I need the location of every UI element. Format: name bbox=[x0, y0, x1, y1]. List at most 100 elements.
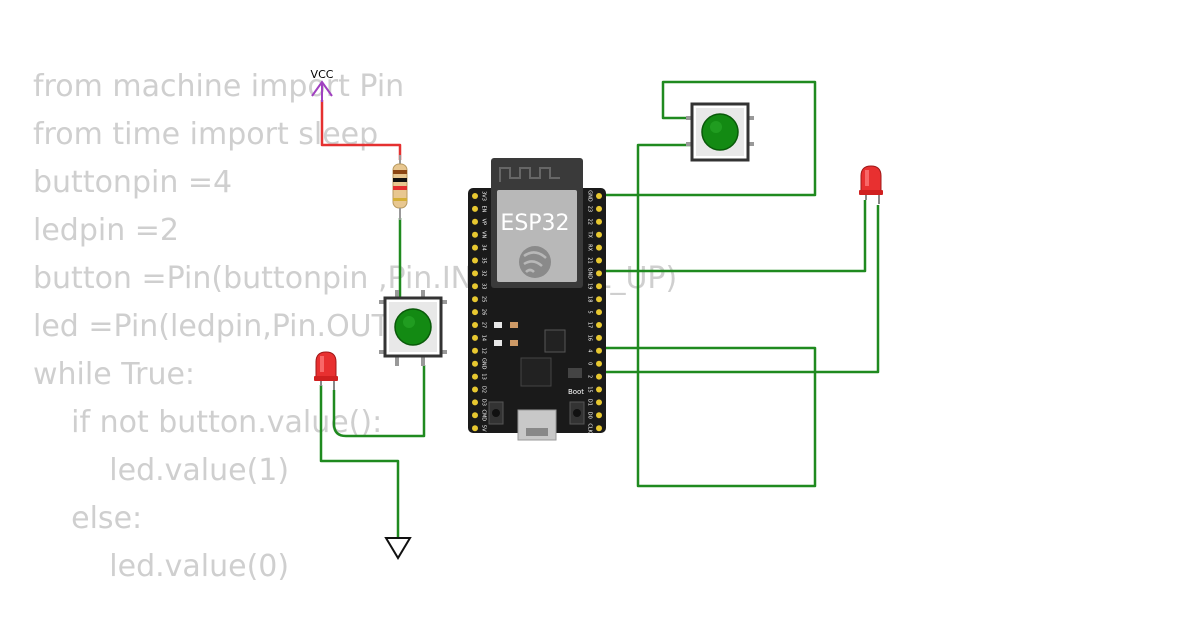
header-pin[interactable] bbox=[596, 386, 602, 393]
header-pin[interactable] bbox=[596, 193, 602, 199]
pin-label: D3 bbox=[481, 399, 487, 406]
header-pin[interactable] bbox=[472, 257, 478, 264]
pin-label: 35 bbox=[481, 257, 487, 263]
header-pin[interactable] bbox=[596, 334, 602, 341]
resistor-band bbox=[393, 198, 407, 201]
header-pin[interactable] bbox=[472, 412, 478, 419]
header-pin[interactable] bbox=[596, 270, 602, 277]
boot-label: Boot bbox=[568, 388, 584, 396]
ground-icon bbox=[384, 537, 412, 560]
code-line: from machine import Pin bbox=[33, 69, 405, 104]
led-left[interactable] bbox=[314, 351, 338, 390]
pin-label: 13 bbox=[481, 373, 487, 379]
header-pin[interactable] bbox=[596, 218, 602, 225]
header-pin[interactable] bbox=[472, 386, 478, 393]
pin-label: GND bbox=[481, 358, 487, 370]
ground-symbol[interactable] bbox=[384, 537, 412, 560]
led-right[interactable] bbox=[859, 165, 883, 204]
pin2-to-led-wire[interactable] bbox=[600, 205, 880, 374]
header-pin[interactable] bbox=[596, 309, 602, 316]
vcc-label: VCC bbox=[311, 68, 334, 81]
espressif-logo-icon bbox=[519, 246, 551, 278]
gnd-to-led-wire[interactable] bbox=[600, 200, 867, 273]
header-pin[interactable] bbox=[596, 283, 602, 290]
pin-label: D1 bbox=[587, 399, 593, 406]
esp32-board[interactable]: ESP32 Boot 3V3ENVPVN343532332526271412GN… bbox=[468, 158, 606, 441]
header-pin[interactable] bbox=[472, 347, 478, 354]
header-pin[interactable] bbox=[472, 205, 478, 212]
pushbutton-left[interactable] bbox=[379, 290, 447, 366]
pin-label: CLK bbox=[587, 423, 593, 433]
pin-label: 12 bbox=[481, 348, 487, 354]
pushbutton-right[interactable] bbox=[686, 102, 754, 162]
vcc-symbol[interactable]: VCC bbox=[311, 68, 334, 102]
header-pin[interactable] bbox=[596, 347, 602, 354]
code-line: led.value(1) bbox=[33, 453, 290, 488]
header-pin[interactable] bbox=[596, 205, 602, 212]
resistor-band bbox=[393, 170, 407, 174]
header-pin[interactable] bbox=[472, 334, 478, 341]
pin-label: 4 bbox=[587, 349, 593, 352]
pin-label: TX bbox=[587, 230, 593, 238]
header-pin[interactable] bbox=[472, 373, 478, 380]
antenna-icon bbox=[499, 167, 560, 182]
header-pin[interactable] bbox=[472, 244, 478, 251]
header-pin[interactable] bbox=[472, 283, 478, 290]
button-cap[interactable] bbox=[701, 113, 739, 151]
vcc-wire[interactable] bbox=[320, 100, 402, 160]
header-pin[interactable] bbox=[596, 360, 602, 367]
gnd-to-button-wire[interactable] bbox=[600, 80, 817, 197]
board-label: ESP32 bbox=[500, 211, 569, 236]
pin-label: VP bbox=[481, 219, 487, 225]
pin-label: 22 bbox=[587, 219, 593, 225]
code-line: button =Pin(buttonpin ,Pin.IN,Pin.PULL_U… bbox=[33, 261, 678, 296]
pin-label: GND bbox=[587, 190, 593, 202]
button-to-led-wire[interactable] bbox=[332, 365, 426, 438]
pin-label: 32 bbox=[481, 270, 487, 276]
header-pin[interactable] bbox=[596, 296, 602, 303]
left-pin-header: 3V3ENVPVN343532332526271412GND13D2D3CMD5… bbox=[472, 191, 487, 432]
header-pin[interactable] bbox=[472, 296, 478, 303]
header-pin[interactable] bbox=[596, 399, 602, 406]
pin-label: 5V bbox=[481, 425, 487, 432]
header-pin[interactable] bbox=[596, 373, 602, 380]
resistor[interactable] bbox=[392, 155, 408, 220]
header-pin[interactable] bbox=[472, 399, 478, 406]
header-pin[interactable] bbox=[596, 244, 602, 251]
header-pin[interactable] bbox=[472, 231, 478, 238]
pin-label: 2 bbox=[587, 375, 593, 378]
pin-label: EN bbox=[481, 205, 487, 212]
wires-left bbox=[319, 100, 426, 540]
pin4-to-button-wire[interactable] bbox=[600, 143, 817, 488]
pin-label: D0 bbox=[587, 412, 593, 419]
pin-label: D2 bbox=[481, 386, 487, 393]
pin-label: 25 bbox=[481, 296, 487, 302]
header-pin[interactable] bbox=[596, 412, 602, 419]
wires-right bbox=[600, 80, 880, 488]
pin-label: 26 bbox=[481, 309, 487, 315]
header-pin[interactable] bbox=[472, 425, 478, 432]
pin-label: 16 bbox=[587, 335, 593, 341]
pin-label: 0 bbox=[587, 362, 593, 365]
header-pin[interactable] bbox=[472, 270, 478, 277]
header-pin[interactable] bbox=[596, 425, 602, 432]
pin-label: 21 bbox=[587, 257, 593, 263]
header-pin[interactable] bbox=[472, 193, 478, 199]
button-cap[interactable] bbox=[394, 308, 432, 346]
header-pin[interactable] bbox=[472, 309, 478, 316]
pin-label: 33 bbox=[481, 283, 487, 289]
header-pin[interactable] bbox=[596, 322, 602, 328]
pin-label: 17 bbox=[587, 322, 593, 328]
code-line: led.value(0) bbox=[33, 549, 290, 584]
pin-label: 23 bbox=[587, 206, 593, 212]
header-pin[interactable] bbox=[472, 218, 478, 225]
chip bbox=[520, 357, 552, 387]
header-pin[interactable] bbox=[472, 322, 478, 328]
header-pin[interactable] bbox=[596, 257, 602, 264]
header-pin[interactable] bbox=[472, 360, 478, 367]
code-line: else: bbox=[33, 501, 143, 536]
header-pin[interactable] bbox=[596, 231, 602, 238]
led-to-gnd-wire[interactable] bbox=[319, 385, 400, 540]
